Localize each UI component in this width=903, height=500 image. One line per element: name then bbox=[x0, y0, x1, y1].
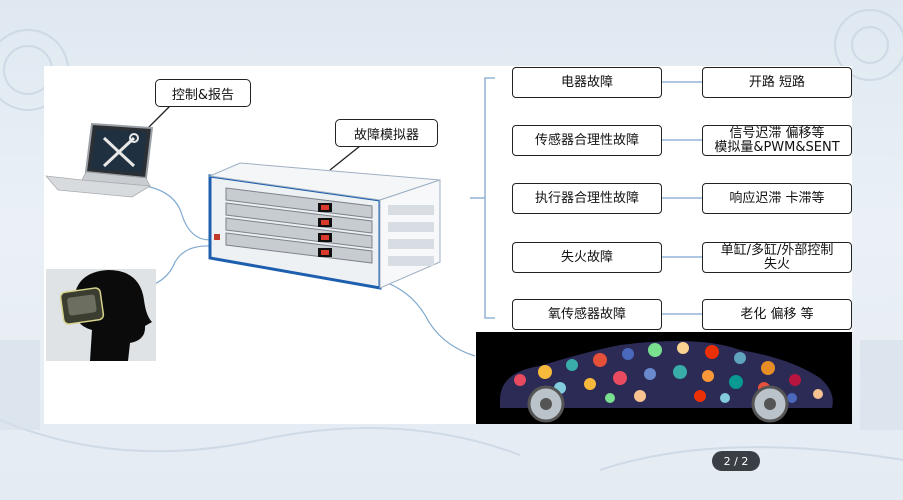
fault-category-electrical: 电器故障 bbox=[512, 67, 662, 98]
fault-simulator-callout: 故障模拟器 bbox=[335, 119, 438, 147]
fault-detail-electrical: 开路 短路 bbox=[702, 67, 852, 98]
fault-category-sensor: 传感器合理性故障 bbox=[512, 125, 662, 156]
fault-detail-misfire: 单缸/多缸/外部控制 失火 bbox=[702, 242, 852, 273]
fault-category-actuator: 执行器合理性故障 bbox=[512, 183, 662, 214]
control-report-callout: 控制&报告 bbox=[155, 79, 251, 107]
fault-detail-actuator: 响应迟滞 卡滞等 bbox=[702, 183, 852, 214]
fault-detail-oxygen-sensor: 老化 偏移 等 bbox=[702, 299, 852, 330]
page-indicator-text: 2 / 2 bbox=[723, 454, 749, 468]
fault-category-misfire: 失火故障 bbox=[512, 242, 662, 273]
control-report-label: 控制&报告 bbox=[171, 87, 235, 103]
page-indicator[interactable]: 2 / 2 bbox=[712, 451, 760, 471]
fault-simulator-label: 故障模拟器 bbox=[353, 127, 419, 143]
fault-detail-sensor: 信号迟滞 偏移等 模拟量&PWM&SENT bbox=[702, 125, 852, 156]
fault-category-oxygen-sensor: 氧传感器故障 bbox=[512, 299, 662, 330]
